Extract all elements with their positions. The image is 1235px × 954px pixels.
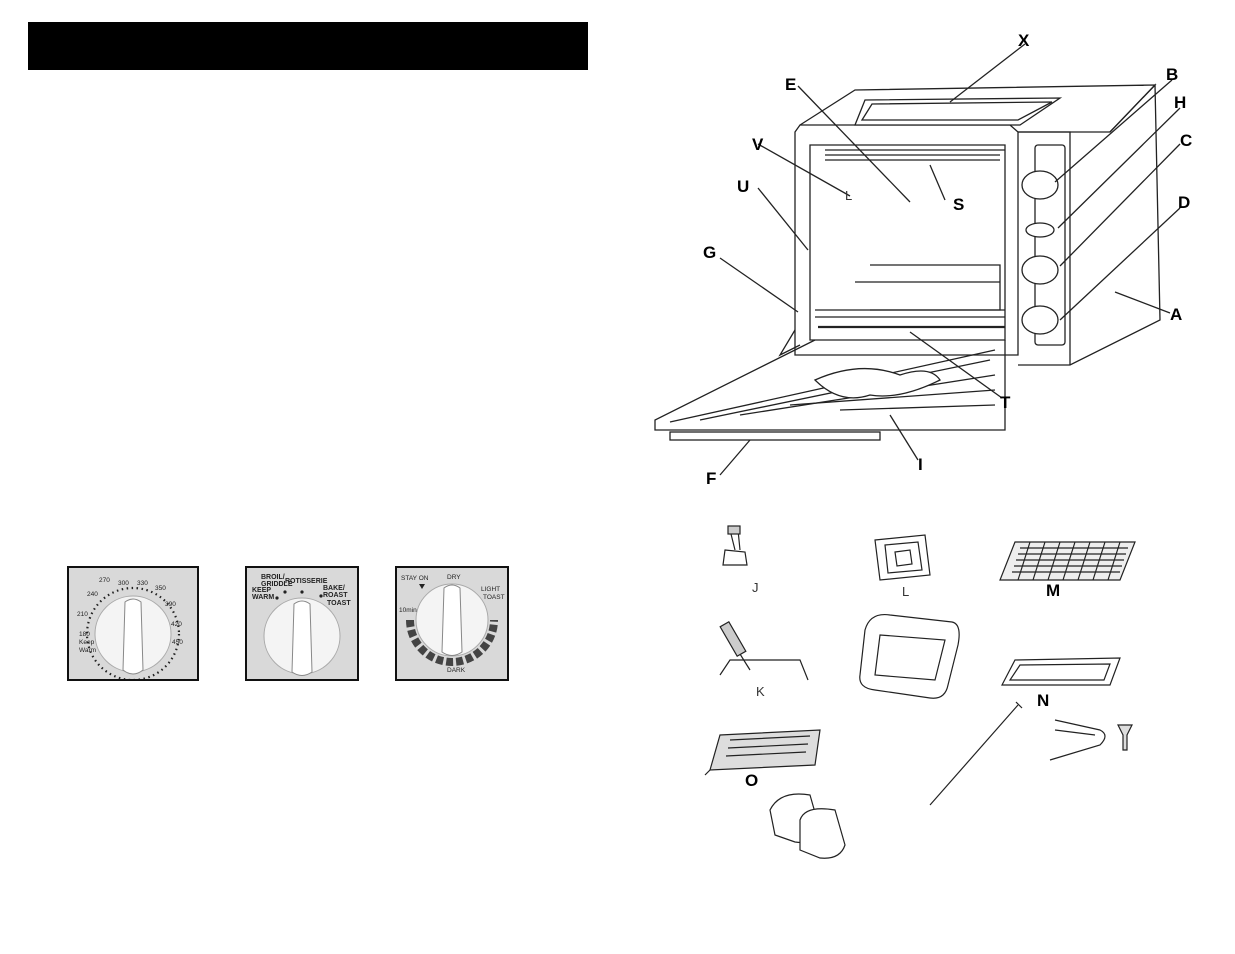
timer-knob-illustration: STAY ON DRY LIGHT TOAST 10min DARK <box>399 574 505 674</box>
label-l: L <box>902 584 909 599</box>
warm-label: Warm <box>79 647 96 654</box>
temp-210: 210 <box>77 611 88 618</box>
label-t: T <box>1000 393 1011 412</box>
griddle-label: GRIDDLE <box>261 581 293 588</box>
function-knob-panel: BROIL/ GRIDDLE ROTISSERIE BAKE/ ROAST TO… <box>245 566 359 681</box>
label-u: U <box>737 177 749 196</box>
accessories-diagram: J L M K N O <box>704 525 1136 859</box>
label-s: S <box>953 195 964 214</box>
timer-knob-panel: STAY ON DRY LIGHT TOAST 10min DARK <box>395 566 509 681</box>
dark-label: DARK <box>447 667 466 674</box>
function-knob-illustration: BROIL/ GRIDDLE ROTISSERIE BAKE/ ROAST TO… <box>252 574 351 676</box>
bake-label: BAKE/ <box>323 585 345 592</box>
temp-420: 420 <box>171 621 182 628</box>
drip-pan-n <box>1001 657 1121 686</box>
temp-180: 180 <box>79 631 90 638</box>
oven-leader-lines <box>719 43 1181 476</box>
keep-label-fn: KEEP <box>252 587 271 594</box>
label-a: A <box>1170 305 1182 324</box>
keep-label: Keep <box>79 639 95 646</box>
rotisserie-forks <box>1049 719 1133 761</box>
light-label: LIGHT <box>481 586 500 593</box>
temp-350: 350 <box>155 585 166 592</box>
rotisserie-spit <box>929 701 1023 806</box>
rotisserie-tool-k <box>719 620 809 681</box>
label-f: F <box>706 469 716 488</box>
min-label: 10min <box>399 607 417 614</box>
label-l-inner: L <box>845 188 852 203</box>
toast-label: TOAST <box>327 600 351 607</box>
section-title-bar <box>28 22 588 70</box>
temp-450: 450 <box>172 639 183 646</box>
warm-label-fn: WARM <box>252 594 274 601</box>
broil-label: BROIL/ <box>261 574 285 581</box>
label-h: H <box>1174 93 1186 112</box>
label-e: E <box>785 75 796 94</box>
label-n: N <box>1037 691 1049 710</box>
dry-label: DRY <box>447 574 461 581</box>
label-m: M <box>1046 581 1060 600</box>
stay-on-label: STAY ON <box>401 575 429 582</box>
grill-pan-o <box>704 729 821 776</box>
temp-330: 330 <box>137 580 148 587</box>
temperature-knob-panel: 270 300 330 350 390 420 450 240 210 180 … <box>67 566 199 681</box>
crumb-scraper-j <box>722 525 748 566</box>
roast-label: ROAST <box>323 592 348 599</box>
label-g: G <box>703 243 716 262</box>
oven-mitts <box>769 793 846 859</box>
label-b: B <box>1166 65 1178 84</box>
label-x: X <box>1018 31 1030 50</box>
label-d: D <box>1178 193 1190 212</box>
rotisserie-label: ROTISSERIE <box>285 578 328 585</box>
baking-pan-l <box>874 534 931 581</box>
enamel-pan <box>859 613 960 699</box>
label-v: V <box>752 135 764 154</box>
label-i: I <box>918 455 923 474</box>
oven-diagram: X E V U G B H C D A S T I F L <box>654 31 1192 488</box>
oven-body <box>654 83 1161 441</box>
temp-270: 270 <box>99 577 110 584</box>
wire-rack-m <box>999 541 1136 581</box>
label-k: K <box>756 684 765 699</box>
temp-240: 240 <box>87 591 98 598</box>
label-o: O <box>745 771 758 790</box>
temp-300: 300 <box>118 580 129 587</box>
temperature-knob-illustration: 270 300 330 350 390 420 450 240 210 180 … <box>77 577 183 679</box>
label-c: C <box>1180 131 1192 150</box>
label-j: J <box>752 580 759 595</box>
toast-label-timer: TOAST <box>483 594 505 601</box>
temp-390: 390 <box>165 601 176 608</box>
